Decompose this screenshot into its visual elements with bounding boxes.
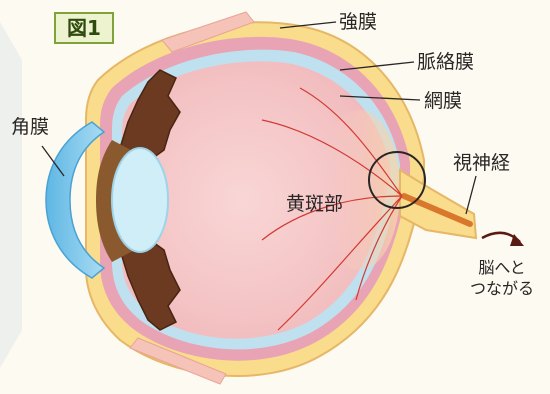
figure-tag: 図1 (54, 12, 114, 44)
leader-optic-nerve (466, 176, 476, 214)
left-edge-mark (0, 22, 22, 368)
retina-label: 網膜 (424, 90, 462, 112)
macula-tint (320, 110, 400, 270)
cornea-label: 角膜 (11, 116, 49, 138)
lens (112, 148, 168, 252)
optic-nerve-label: 視神経 (453, 152, 510, 174)
to-brain-line-2: つながる (470, 278, 534, 299)
choroid-label: 脈絡膜 (417, 51, 474, 73)
to-brain-label: 脳へと つながる (470, 257, 534, 299)
sclera-label: 強膜 (339, 11, 377, 33)
macula-label: 黄斑部 (286, 193, 343, 215)
to-brain-line-1: 脳へと (470, 257, 534, 278)
